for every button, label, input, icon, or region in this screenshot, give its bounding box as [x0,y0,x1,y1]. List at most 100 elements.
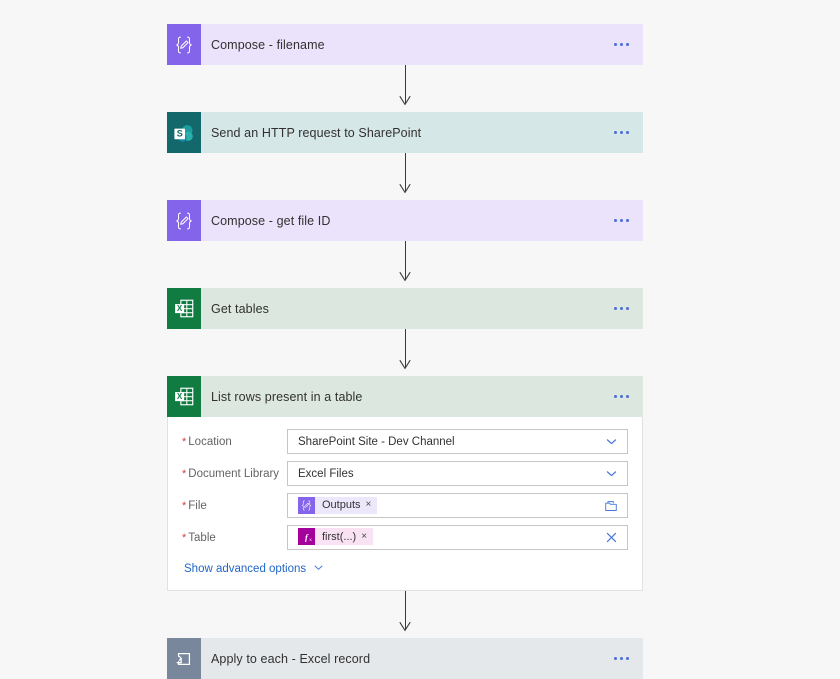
menu-dot [613,131,617,134]
arrow-down-icon [399,182,411,194]
field-row-location: *Location SharePoint Site - Dev Channel [182,429,628,454]
field-token-wrap: Outputs × [298,496,601,515]
excel-icon: X [167,288,201,329]
flow-step-header[interactable]: Compose - filename [167,24,643,65]
arrow-down-icon [399,358,411,370]
clear-icon[interactable] [601,531,621,544]
menu-dot [625,219,629,222]
flow-step-menu-button[interactable] [599,638,643,679]
flow-connector [167,591,643,638]
flow-step-header[interactable]: X Get tables [167,288,643,329]
flow-step-menu-button[interactable] [599,200,643,241]
menu-dot [619,395,623,398]
folder-picker-icon[interactable] [601,499,621,513]
chevron-down-icon[interactable] [601,435,621,448]
flow-step-apply-to-each-excel-record: Apply to each - Excel record [167,638,643,679]
flow-connector [167,153,643,200]
compose-token-icon [298,496,315,514]
show-advanced-options-link[interactable]: Show advanced options [184,562,628,576]
flow-step-header[interactable]: Compose - get file ID [167,200,643,241]
flow-step-title: Send an HTTP request to SharePoint [211,125,422,140]
field-label: *File [182,500,287,512]
flow-step-compose-filename: Compose - filename [167,24,643,65]
connector-line [404,329,406,367]
flow-step-menu-button[interactable] [599,24,643,65]
flow-step-title: Compose - filename [211,37,325,52]
flow-step-compose-get-file-id: Compose - get file ID [167,200,643,241]
field-label: *Table [182,532,287,544]
flow-connector [167,241,643,288]
svg-text:f: f [304,532,308,542]
connector-line [404,65,406,103]
flow-step-title: Get tables [211,301,269,316]
required-asterisk: * [182,435,187,448]
token-label: first(...) [322,530,357,543]
svg-text:x: x [309,537,312,542]
flow-step-menu-button[interactable] [599,376,643,417]
show-advanced-options-label: Show advanced options [184,563,307,575]
svg-text:X: X [176,392,182,401]
flow-step-title: List rows present in a table [211,389,363,404]
menu-dot [619,307,623,310]
menu-dot [613,395,617,398]
flow-step-send-http-request-sharepoint: S Send an HTTP request to SharePoint [167,112,643,153]
token-body: Outputs × [315,496,378,514]
menu-dot [613,43,617,46]
menu-dot [613,307,617,310]
flow-step-header[interactable]: X List rows present in a table [167,376,643,417]
field-control-dropdown[interactable]: Excel Files [287,461,628,486]
menu-dot [625,307,629,310]
menu-dot [625,43,629,46]
token-remove-icon[interactable]: × [361,530,368,542]
field-label-text: Document Library [188,467,280,480]
flow-connector [167,329,643,376]
flow-step-menu-button[interactable] [599,288,643,329]
loop-icon [167,638,201,679]
flow-step-header[interactable]: Apply to each - Excel record [167,638,643,679]
field-value: SharePoint Site - Dev Channel [298,435,455,448]
arrow-down-icon [399,620,411,632]
token-remove-icon[interactable]: × [365,499,372,510]
token-label: Outputs [322,499,361,511]
token-body: first(...) × [315,528,374,546]
required-asterisk: * [182,499,187,512]
flow-step-title: Compose - get file ID [211,213,331,228]
excel-icon: X [167,376,201,417]
flow-step-header[interactable]: S Send an HTTP request to SharePoint [167,112,643,153]
field-label-text: Location [188,435,232,448]
connector-line [404,153,406,191]
menu-dot [619,657,623,660]
required-asterisk: * [182,531,187,544]
arrow-down-icon [399,270,411,282]
field-label-text: Table [188,531,216,544]
field-control-token[interactable]: Outputs × [287,493,628,518]
field-label: *Location [182,436,287,448]
chevron-down-icon[interactable] [601,467,621,480]
flow-step-title: Apply to each - Excel record [211,651,371,666]
required-asterisk: * [182,467,187,480]
field-label: *Document Library [182,468,287,480]
svg-text:S: S [177,128,183,138]
arrow-down-icon [399,94,411,106]
menu-dot [625,131,629,134]
field-control-dropdown[interactable]: SharePoint Site - Dev Channel [287,429,628,454]
sharepoint-icon: S [167,112,201,153]
menu-dot [625,395,629,398]
menu-dot [625,657,629,660]
connector-line [404,241,406,279]
menu-dot [619,131,623,134]
flow-step-menu-button[interactable] [599,112,643,153]
token-chip[interactable]: Outputs × [298,496,378,514]
compose-icon [167,24,201,65]
flow-step-get-tables: X Get tables [167,288,643,329]
menu-dot [619,43,623,46]
field-label-text: File [188,499,207,512]
